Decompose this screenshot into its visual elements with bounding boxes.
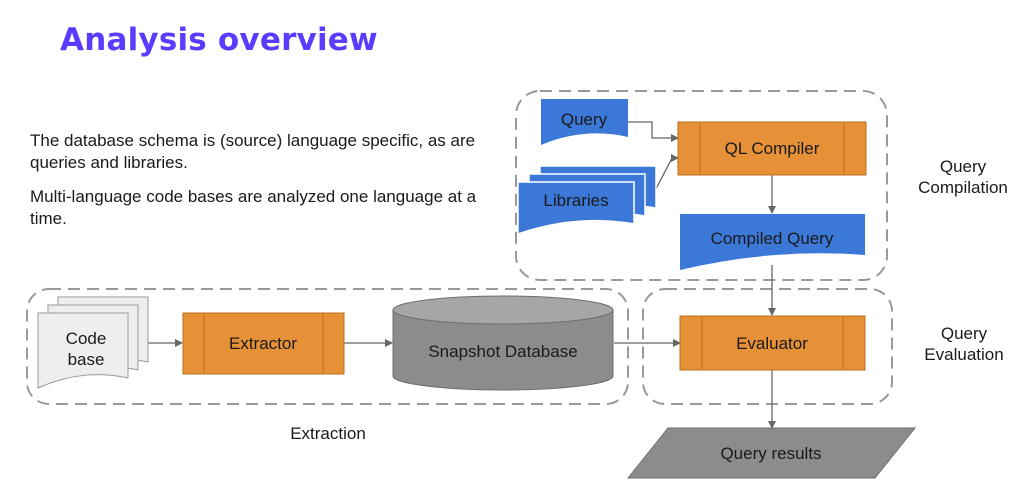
ql-compiler-process: QL Compiler — [677, 121, 867, 176]
connectors — [138, 121, 776, 429]
evaluator-process: Evaluator — [679, 315, 866, 371]
query-evaluation-group — [642, 288, 893, 405]
schema-note: The database schema is (source) language… — [30, 131, 476, 172]
compiled-query-label: Compiled Query — [711, 229, 834, 248]
libraries-label: Libraries — [543, 191, 608, 210]
slide-title: Analysis overview — [60, 22, 378, 58]
query-evaluation-label-line1: Query — [941, 324, 988, 343]
query-document: Query — [541, 99, 628, 145]
extractor-process: Extractor — [182, 312, 345, 375]
snapshot-database-cylinder: Snapshot Database — [392, 295, 614, 391]
arrow-query-to-compiler — [628, 121, 679, 142]
code-base-label-line1: Code — [66, 329, 107, 348]
ql-compiler-label: QL Compiler — [725, 139, 820, 158]
code-base-documents: Code base — [37, 296, 149, 389]
extraction-label: Extraction — [290, 424, 366, 443]
libraries-documents: Libraries — [517, 165, 657, 236]
query-evaluation-label-line2: Evaluation — [924, 345, 1003, 364]
query-results-output: Query results — [626, 427, 917, 479]
snapshot-database-label: Snapshot Database — [428, 342, 577, 361]
code-base-label-line2: base — [68, 350, 105, 369]
query-compilation-label-line2: Compilation — [918, 178, 1008, 197]
extraction-group — [26, 288, 629, 405]
multi-language-note: Multi-language code bases are analyzed o… — [30, 187, 477, 228]
compiled-query-document: Compiled Query — [680, 214, 865, 270]
evaluator-label: Evaluator — [736, 334, 808, 353]
query-compilation-label-line1: Query — [940, 157, 987, 176]
query-label: Query — [561, 110, 608, 129]
arrow-libraries-to-compiler — [655, 154, 679, 190]
query-compilation-group — [515, 90, 888, 281]
extractor-label: Extractor — [229, 334, 297, 353]
query-results-label: Query results — [720, 444, 821, 463]
